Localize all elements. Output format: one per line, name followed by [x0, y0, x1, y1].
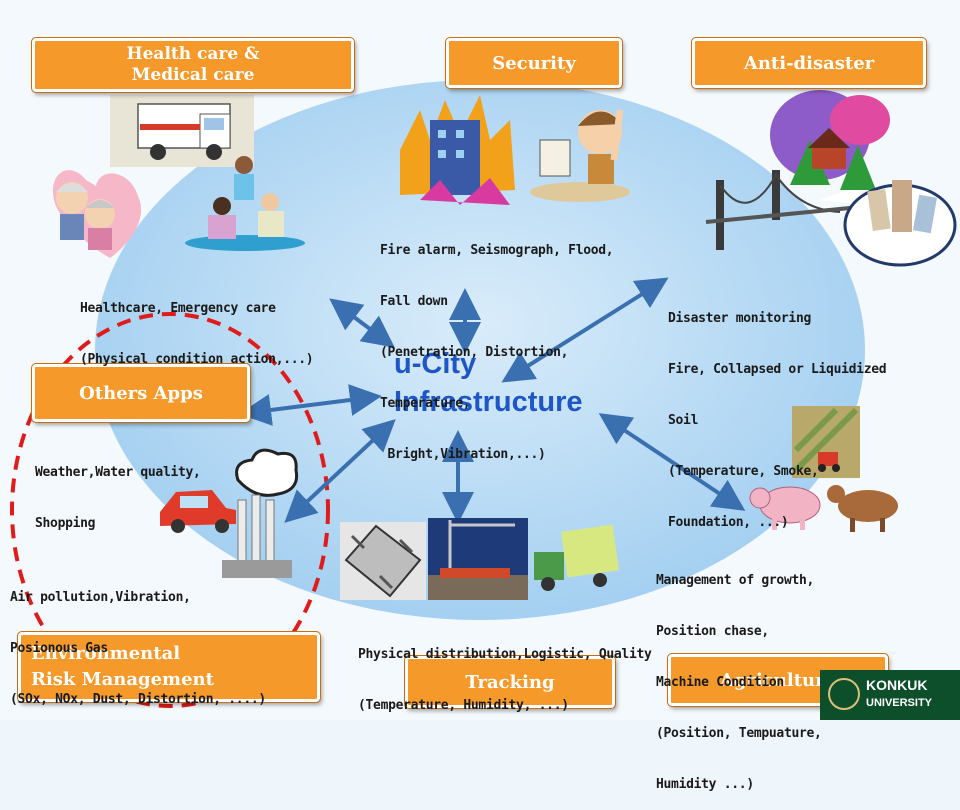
cargo-port-icon: [428, 518, 528, 600]
caption-security-line: Fire alarm, Seismograph, Flood,: [380, 243, 614, 258]
others-box-label: Others Apps: [79, 382, 203, 404]
caption-tracking: Physical distribution,Logistic, Quality …: [358, 612, 652, 731]
agriculture-box-label: Agriculture: [719, 669, 837, 691]
background-illustration: [10, 80, 957, 708]
caption-disaster: Disaster monitoring Fire, Collapsed or L…: [668, 276, 887, 548]
caption-health: Healthcare, Emergency care (Physical con…: [80, 266, 314, 385]
logistics-map-icon: [340, 522, 426, 600]
caption-security: Fire alarm, Seismograph, Flood, Fall dow…: [380, 208, 614, 480]
burning-building-icon: [400, 95, 515, 205]
caption-environment-line: Posionous Gas: [10, 641, 108, 656]
caption-others-line: Shopping: [35, 516, 96, 531]
arrow-health: [329, 298, 395, 348]
caption-health-line: Healthcare, Emergency care: [80, 301, 276, 316]
caption-environment-line: (SOx, NOx, Dust, Distortion, ....): [10, 692, 266, 707]
ambulance-icon: [110, 95, 254, 167]
category-others-apps: Others Apps: [31, 363, 251, 423]
environment-box-line1: Environmental: [31, 643, 181, 664]
caption-environment-line: Air pollution,Vibration,: [10, 590, 191, 605]
university-seal-icon: [828, 678, 860, 710]
arrow-environment: [284, 419, 396, 523]
category-security: Security: [445, 37, 623, 89]
pig-icon: [749, 486, 821, 530]
health-box-line2: Medical care: [131, 65, 255, 85]
caption-agriculture-line: Management of growth,: [656, 573, 815, 588]
health-box-line1: Health care &: [126, 44, 260, 64]
caption-disaster-line: Disaster monitoring: [668, 311, 812, 326]
caption-disaster-line: Soil: [668, 413, 699, 428]
arrow-disaster: [501, 277, 669, 383]
caption-disaster-line: (Temperature, Smoke,: [668, 464, 819, 479]
environment-box-line2: Risk Management: [31, 669, 214, 690]
caption-others: Weather,Water quality, Shopping: [35, 430, 201, 549]
caption-disaster-line: Foundation, ...): [668, 515, 789, 530]
yoga-people-icon: [185, 156, 305, 251]
caption-agriculture-line: Position chase,: [656, 624, 769, 639]
caption-tracking-line: (Temperature, Humidity, ...): [358, 698, 569, 713]
caption-agriculture: Management of growth, Position chase, Ma…: [656, 538, 822, 810]
caption-security-line: Fall down: [380, 294, 448, 309]
center-title-line1: u-City: [394, 348, 477, 380]
caption-agriculture-line: Machine Condition: [656, 675, 784, 690]
caption-disaster-line: Fire, Collapsed or Liquidized: [668, 362, 887, 377]
anti-disaster-box-label: Anti-disaster: [743, 52, 875, 74]
cow-icon: [827, 485, 898, 532]
factory-smoke-icon: [222, 448, 299, 578]
truck-icon: [534, 524, 619, 591]
collapsed-buildings-icon: [843, 180, 957, 267]
forest-house-icon: [770, 90, 890, 190]
category-tracking: Tracking: [404, 655, 616, 709]
caption-environment: Air pollution,Vibration, Posionous Gas (…: [10, 555, 266, 725]
category-anti-disaster: Anti-disaster: [691, 37, 927, 89]
center-title-line2: Infrastructure: [394, 386, 583, 418]
caption-agriculture-line: (Position, Tempuature,: [656, 726, 822, 741]
logo-line1: KONKUK: [866, 677, 928, 693]
car-icon: [160, 490, 236, 533]
caption-health-line: (Physical condition action,...): [80, 352, 314, 367]
center-title: u-City Infrastructure: [394, 345, 583, 421]
caption-security-line: (Penetration, Distortion,: [380, 345, 569, 360]
caption-security-line: Temperature,: [380, 396, 471, 411]
arrow-others: [239, 384, 382, 426]
waving-boy-icon: [530, 109, 630, 202]
caption-security-line: Bright,Vibration,...): [380, 447, 546, 462]
logo-line2: UNIVERSITY: [866, 697, 933, 709]
category-environmental-risk: Environmental Risk Management: [17, 631, 321, 703]
elderly-couple-icon: [52, 170, 142, 258]
caption-agriculture-line: Humidity ...): [656, 777, 754, 792]
security-box-label: Security: [492, 52, 576, 74]
konkuk-university-logo: KONKUK UNIVERSITY: [820, 670, 960, 720]
category-health-care: Health care & Medical care: [31, 37, 355, 93]
caption-others-line: Weather,Water quality,: [35, 465, 201, 480]
arrow-agriculture: [598, 413, 746, 511]
farm-tractor-icon: [792, 406, 860, 478]
caption-tracking-line: Physical distribution,Logistic, Quality: [358, 647, 652, 662]
tracking-box-label: Tracking: [465, 671, 555, 693]
